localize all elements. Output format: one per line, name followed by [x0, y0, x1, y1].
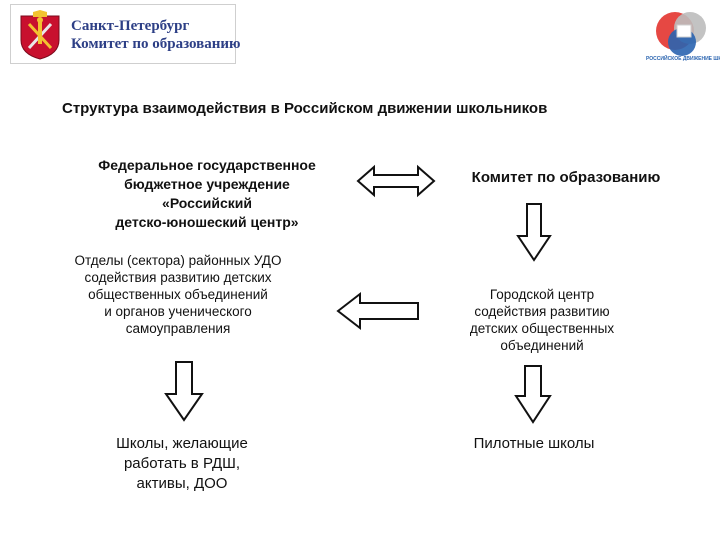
spb-crest-icon	[20, 10, 60, 60]
down-arrow-icon	[516, 203, 552, 262]
rdsh-logo-icon	[656, 12, 706, 56]
logo-line-committee: Комитет по образованию	[71, 36, 241, 52]
committee-logo: Санкт-Петербург Комитет по образованию	[10, 4, 241, 64]
rdsh-logo-caption: РОССИЙСКОЕ ДВИЖЕНИЕ ШКОЛЬНИКОВ	[646, 56, 720, 62]
logo-text: Санкт-Петербург Комитет по образованию	[71, 17, 241, 53]
double-arrow-icon	[356, 164, 436, 198]
left-arrow-icon	[336, 291, 419, 331]
diagram-title: Структура взаимодействия в Российском дв…	[62, 100, 548, 117]
node-district-departments: Отделы (сектора) районных УДО содействия…	[74, 253, 282, 336]
down-arrow-icon	[164, 361, 204, 422]
node-federal-center: Федеральное государственное бюджетное уч…	[98, 157, 316, 230]
node-pilot-schools: Пилотные школы	[473, 435, 595, 452]
node-city-center: Городской центр содействия развитию детс…	[469, 287, 615, 353]
node-committee: Комитет по образованию	[471, 169, 661, 186]
logo-line-city: Санкт-Петербург	[71, 18, 190, 34]
node-schools: Школы, желающие работать в РДШ, активы, …	[116, 435, 248, 492]
down-arrow-icon	[514, 365, 552, 424]
